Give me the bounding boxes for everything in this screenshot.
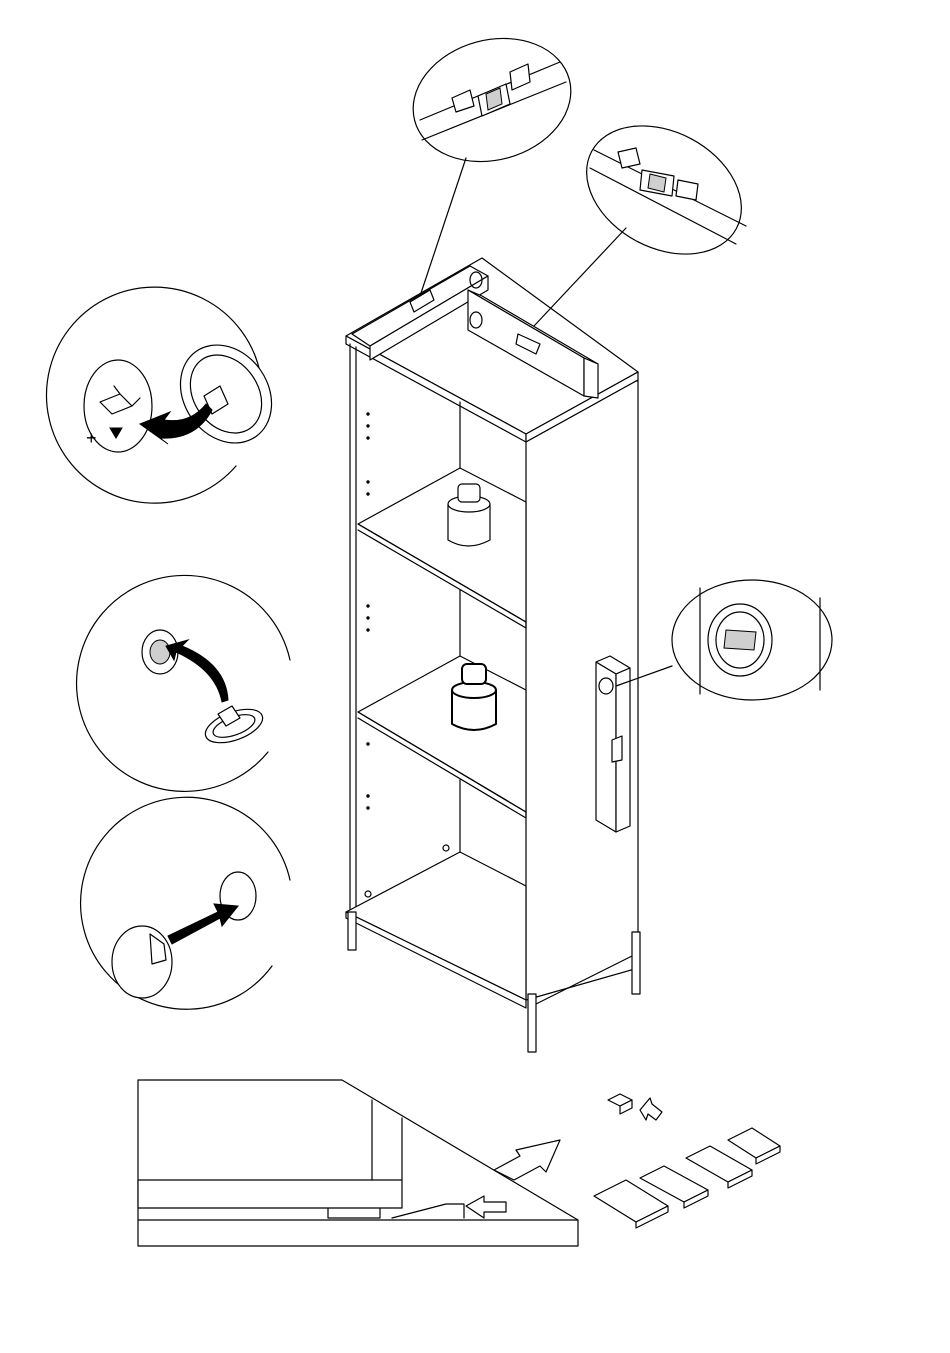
callout-side-level bbox=[616, 580, 832, 700]
shim-wedges bbox=[594, 1094, 780, 1228]
callout-cap-insert bbox=[81, 797, 290, 1009]
push-arrow-icon bbox=[466, 1196, 506, 1218]
up-arrow-icon bbox=[494, 1140, 560, 1180]
curved-arrow-icon bbox=[140, 404, 212, 444]
shelf-middle bbox=[358, 656, 526, 812]
cabinet-left-edge bbox=[350, 344, 356, 912]
plus-symbol: + bbox=[86, 428, 97, 448]
callout-cam-fitting bbox=[77, 575, 290, 791]
callout-cam-fitting-outline bbox=[77, 575, 290, 791]
curved-arrow-icon bbox=[166, 640, 228, 702]
callout-top-level-side bbox=[534, 100, 764, 326]
callout-foot-adjust: + bbox=[47, 287, 291, 503]
callout-cap-insert-outline bbox=[81, 797, 290, 1009]
floor-detail bbox=[138, 1080, 578, 1246]
callout-top-level-front bbox=[399, 21, 585, 296]
straight-arrow-icon bbox=[168, 904, 238, 944]
hint-arrow-icon bbox=[640, 1098, 662, 1120]
down-arrow-icon bbox=[110, 428, 122, 438]
